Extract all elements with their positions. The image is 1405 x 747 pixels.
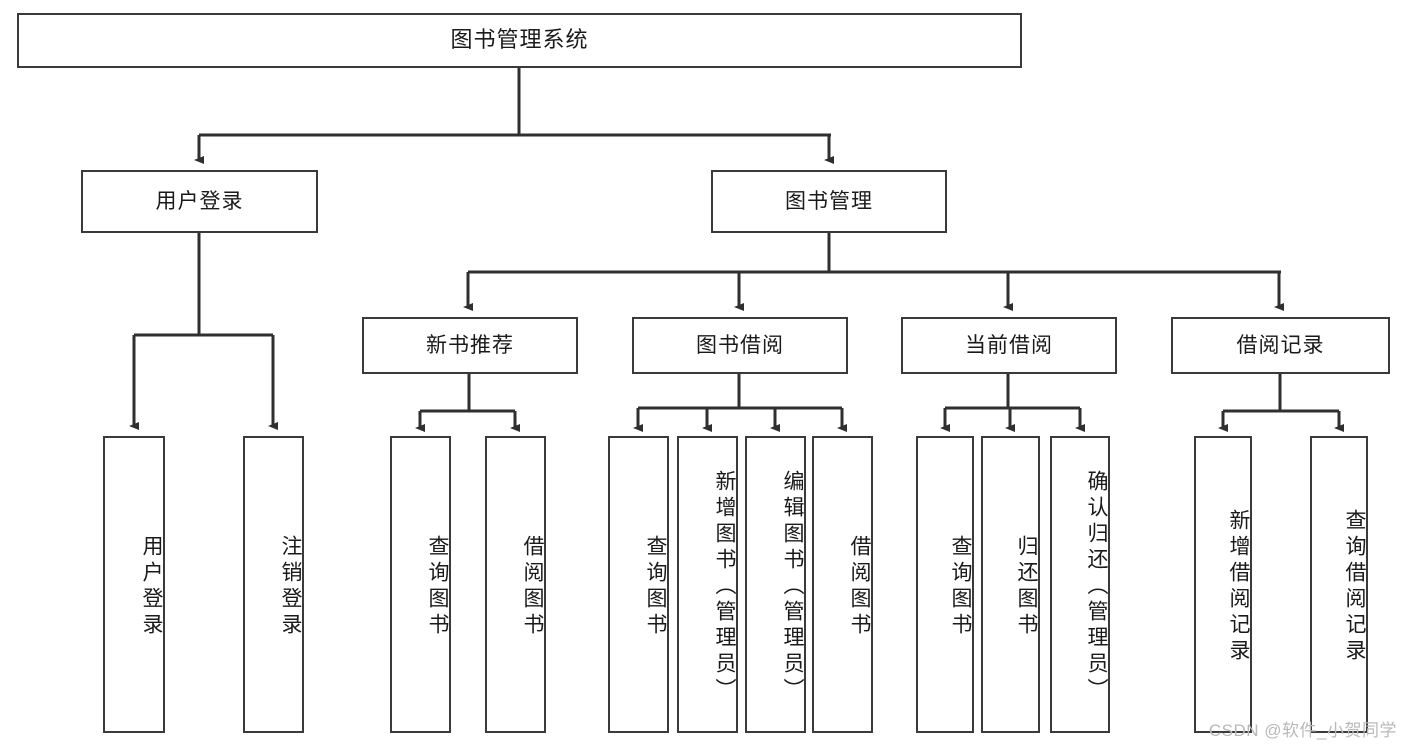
node-borrow-record[interactable]: 借阅记录 [1171, 317, 1390, 374]
node-leaf-add-record[interactable]: 新增借阅记录 [1194, 436, 1252, 733]
node-leaf-confirm-return[interactable]: 确认归还（管理员） [1050, 436, 1110, 733]
node-label: 借阅图书 [521, 534, 544, 639]
node-leaf-edit-book[interactable]: 编辑图书（管理员） [745, 436, 806, 733]
node-label: 用户登录 [155, 189, 244, 213]
node-label: 注销登录 [279, 534, 302, 639]
node-label: 图书管理 [785, 189, 873, 213]
node-book-manage[interactable]: 图书管理 [711, 170, 947, 233]
node-label: 新增图书（管理员） [713, 469, 736, 704]
node-leaf-query-book-2[interactable]: 查询图书 [608, 436, 669, 733]
node-leaf-logout[interactable]: 注销登录 [243, 436, 304, 733]
node-leaf-user-login[interactable]: 用户登录 [103, 436, 165, 733]
node-leaf-borrow-book-1[interactable]: 借阅图书 [485, 436, 546, 733]
watermark: CSDN @软件_小贺同学 [1208, 721, 1397, 740]
node-label: 图书借阅 [696, 333, 784, 357]
node-leaf-return-book[interactable]: 归还图书 [981, 436, 1040, 733]
node-root[interactable]: 图书管理系统 [17, 13, 1022, 68]
node-current-borrow[interactable]: 当前借阅 [901, 317, 1117, 374]
node-user-login[interactable]: 用户登录 [81, 170, 318, 233]
node-label: 归还图书 [1015, 534, 1038, 639]
node-label: 确认归还（管理员） [1085, 469, 1108, 704]
node-leaf-query-record[interactable]: 查询借阅记录 [1310, 436, 1368, 733]
node-label: 图书管理系统 [450, 27, 589, 53]
node-leaf-query-book-3[interactable]: 查询图书 [916, 436, 974, 733]
node-label: 查询借阅记录 [1343, 508, 1366, 665]
node-label: 用户登录 [140, 534, 163, 639]
node-label: 查询图书 [426, 534, 449, 639]
node-label: 借阅图书 [848, 534, 871, 639]
node-new-book-recommend[interactable]: 新书推荐 [362, 317, 578, 374]
node-label: 当前借阅 [965, 333, 1053, 357]
node-leaf-add-book[interactable]: 新增图书（管理员） [677, 436, 738, 733]
node-leaf-query-book-1[interactable]: 查询图书 [390, 436, 451, 733]
node-leaf-borrow-book-2[interactable]: 借阅图书 [812, 436, 873, 733]
node-label: 查询图书 [949, 534, 972, 639]
node-label: 借阅记录 [1236, 333, 1325, 357]
node-book-borrow[interactable]: 图书借阅 [632, 317, 848, 374]
node-label: 编辑图书（管理员） [781, 469, 804, 704]
node-label: 新书推荐 [426, 333, 514, 357]
node-label: 新增借阅记录 [1227, 508, 1250, 665]
node-label: 查询图书 [644, 534, 667, 639]
